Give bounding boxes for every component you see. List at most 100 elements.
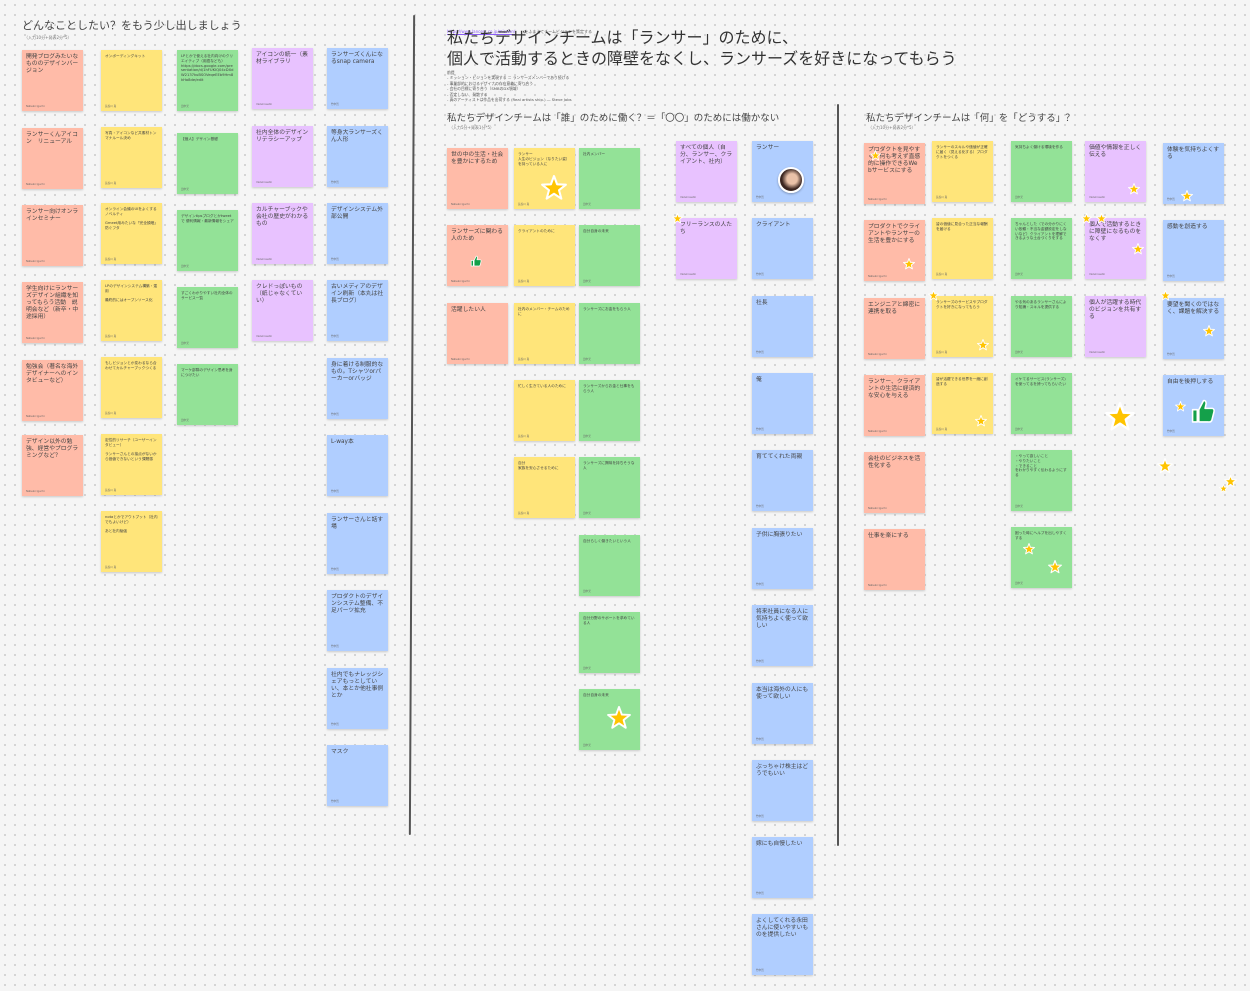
sticky-note-yellow[interactable]: LPのデザインシステム構築・運用 最終的にはオープンソース化長谷川 真 — [101, 280, 162, 341]
star-sticker-icon[interactable] — [1181, 190, 1193, 202]
sticky-note-green[interactable]: ちゃんとした（での分かりにくい依頼・不当な金額設定をしないなど）クライアントを理… — [1011, 218, 1072, 279]
sticky-note-green[interactable]: やる気のあるランサーさんにより知識・スキルを提供する田中光 — [1011, 296, 1072, 357]
star-sticker-icon[interactable] — [1219, 484, 1228, 493]
star-sticker-icon[interactable] — [1105, 402, 1135, 432]
sticky-note-blue[interactable]: よくしてくれる永田さんに使いやすいものを提供したい竹中哲 — [752, 914, 813, 975]
sticky-note-green[interactable]: 困った時にヘルプを出しやすくする田中光 — [1011, 527, 1072, 588]
sticky-note-green[interactable]: ・やって欲しいこと ・やりたいこと ・できること をわかりやすく伝わるようにする… — [1011, 450, 1072, 511]
sticky-note-yellow[interactable]: 社内のメンバー・チームのために長谷川 真 — [514, 303, 575, 364]
sticky-note-blue[interactable]: 俺竹中哲 — [752, 373, 813, 434]
star-sticker-icon[interactable] — [607, 706, 631, 730]
sticky-note-green[interactable]: ランサーズからお金と仕事をもらう人田中光 — [579, 380, 640, 441]
sticky-note-yellow[interactable]: 写真・アイコンなど共素材トンマナルール決め長谷川 真 — [101, 127, 162, 188]
sticky-note-yellow[interactable]: 自分 家族を安心させるために長谷川 真 — [514, 457, 575, 518]
star-sticker-icon[interactable] — [1128, 183, 1140, 195]
sticky-note-blue[interactable]: プロダクトのデザインシステム整備、不足パーツ拡充竹中哲 — [327, 590, 388, 651]
star-sticker-icon[interactable] — [1081, 213, 1092, 224]
sticky-note-green[interactable]: ランサーズにお金をもらう人田中光 — [579, 303, 640, 364]
sticky-note-green[interactable]: 自分分野のサポートを求めている人田中光 — [579, 612, 640, 673]
sticky-note-blue[interactable]: ランサーさんと話す場竹中哲 — [327, 513, 388, 574]
sticky-note-pink[interactable]: 学生向けにランサーズデザイン組織を知ってもらう活動 説明会など（新卒・中途採用）… — [22, 282, 83, 343]
star-sticker-icon[interactable] — [1203, 325, 1215, 337]
star-sticker-icon[interactable] — [975, 415, 987, 427]
sticky-note-green[interactable]: 【個人】デザイン基礎田中光 — [177, 133, 238, 194]
star-sticker-icon[interactable] — [1132, 243, 1144, 255]
sticky-note-green[interactable]: 気持ちよく働ける環境を作る田中光 — [1011, 141, 1072, 202]
sticky-note-yellow[interactable]: もしビジョンとか変わるなら合わせてカルチャーブックつくる長谷川 真 — [101, 357, 162, 418]
mission-link[interactable]: https://www.lancers.co.jp/mission/ — [447, 29, 516, 34]
sticky-note-blue[interactable]: 自由を後押しする竹中哲 — [1163, 375, 1224, 436]
sticky-note-green[interactable]: ランサーズに興味を持ちそうな人田中光 — [579, 457, 640, 518]
sticky-note-blue[interactable]: クライアント竹中哲 — [752, 218, 813, 279]
sticky-note-yellow[interactable]: 皆の価値に見合った正当な報酬を届ける長谷川 真 — [932, 218, 993, 279]
star-sticker-icon[interactable] — [1224, 475, 1237, 488]
sticky-note-blue[interactable]: 体験を気持ちよくする竹中哲 — [1163, 143, 1224, 204]
sticky-note-yellow[interactable]: 忙しく生きている人のために長谷川 真 — [514, 380, 575, 441]
sticky-note-yellow[interactable]: 定性的リサーチ（ユーザーインタビュー） ランサーさんとの接点がないから価値できな… — [101, 434, 162, 495]
sticky-note-blue[interactable]: 等身大ランサーズくん人形竹中哲 — [327, 126, 388, 187]
sticky-note-green[interactable]: 自分自身の未来田中光 — [579, 225, 640, 286]
sticky-note-blue[interactable]: マスク竹中哲 — [327, 745, 388, 806]
star-sticker-icon[interactable] — [870, 150, 881, 161]
sticky-note-green[interactable]: 社内メンバー田中光 — [579, 148, 640, 209]
sticky-note-blue[interactable]: L-way本竹中哲 — [327, 435, 388, 496]
sticky-note-blue[interactable]: 育ててくれた両親竹中哲 — [752, 450, 813, 511]
thumbs-up-sticker-icon[interactable] — [470, 255, 482, 267]
star-sticker-icon[interactable] — [928, 290, 939, 301]
star-sticker-icon[interactable] — [672, 213, 683, 224]
sticky-note-green[interactable]: イケてるサービス(ランサーズ)を使ってるを誇ってもらいたい田中光 — [1011, 373, 1072, 434]
sticky-note-blue[interactable]: デザインシステム外部公開竹中哲 — [327, 203, 388, 264]
sticky-note-yellow[interactable]: ランサー 人生のビジョン（なりたい姿）を持っている人に長谷川 真 — [514, 148, 575, 209]
sticky-note-blue[interactable]: 感動を創造する竹中哲 — [1163, 220, 1224, 281]
star-sticker-icon[interactable] — [1157, 458, 1173, 474]
sticky-note-green[interactable]: すごくわかりやすい社内全体のサービス一覧田中光 — [177, 287, 238, 348]
sticky-note-green[interactable]: デザインtipsブログとかtweetで 便利情報・最新情報をシェア田中光 — [177, 210, 238, 271]
thumbs-up-sticker-icon[interactable] — [1190, 398, 1216, 424]
sticky-note-blue[interactable]: 将来社員になる人に気持ちよく使って欲しい竹中哲 — [752, 605, 813, 666]
sticky-note-blue[interactable]: ぶっちゃけ株主はどうでもいい竹中哲 — [752, 760, 813, 821]
star-sticker-icon[interactable] — [1048, 560, 1062, 574]
sticky-note-green[interactable]: マーケ部隊のデザイン思考を身につけたい田中光 — [177, 364, 238, 425]
sticky-note-yellow[interactable]: notaとかでアウトプット（社内でもよいけど） あと社内勉強長谷川 真 — [101, 511, 162, 572]
star-sticker-icon[interactable] — [1160, 290, 1171, 301]
star-sticker-icon[interactable] — [903, 258, 915, 270]
sticky-note-purple[interactable]: クレドっぽいもの（紙じゃなくていい）mizuki suzki — [252, 280, 313, 341]
sticky-note-blue[interactable]: 社長竹中哲 — [752, 296, 813, 357]
sticky-note-yellow[interactable]: オンライン会議のUIをよくするノベルティ Gmeet用みたいな「完全顔晒」防ぐフ… — [101, 203, 162, 264]
sticky-note-pink[interactable]: デザイン以外の勉強、経営やプログラミングなど？Natsuki Iguchi — [22, 435, 83, 496]
star-sticker-icon[interactable] — [1023, 543, 1035, 555]
sticky-note-yellow[interactable]: クライアントのために長谷川 真 — [514, 225, 575, 286]
sticky-note-pink[interactable]: 勉強会（著名な海外デザイナーへのインタビューなど）Natsuki Iguchi — [22, 360, 83, 421]
sticky-note-green[interactable]: 自分らしく働きたいという人田中光 — [579, 535, 640, 596]
sticky-note-blue[interactable]: 子供に胸張りたい竹中哲 — [752, 528, 813, 589]
star-sticker-icon[interactable] — [1175, 401, 1186, 412]
sticky-note-purple[interactable]: すべての個人（自分、ランサー、クライアント、社内）mizuki suzki — [676, 141, 737, 202]
sticky-note-yellow[interactable]: ランサーのスキルや価値が正確に届く（見える化する）プロダクトをつくる長谷川 真 — [932, 141, 993, 202]
star-sticker-icon[interactable] — [1096, 213, 1107, 224]
sticky-note-blue[interactable]: 本当は海外の人にも使って欲しい竹中哲 — [752, 683, 813, 744]
star-sticker-icon[interactable] — [541, 175, 567, 201]
sticky-note-yellow[interactable]: オンボーディングキット長谷川 真 — [101, 50, 162, 111]
sticky-note-blue[interactable]: 社内でもナレッジシェアもっとしていい、本とか他社事例とか竹中哲 — [327, 668, 388, 729]
sticky-note-green[interactable]: 自分自身の未来田中光 — [579, 689, 640, 750]
sticky-note-green[interactable]: LPとかで使える社内向けのクリエイティブ（用語なども） https://docs… — [177, 50, 238, 111]
sticky-note-blue[interactable]: 古いメディアのデザイン刷新（本丸は社長ブログ）竹中哲 — [327, 280, 388, 341]
sticky-note-blue[interactable]: 身に着ける制服的なもの。Tシャツorパーカーorバッジ竹中哲 — [327, 358, 388, 419]
